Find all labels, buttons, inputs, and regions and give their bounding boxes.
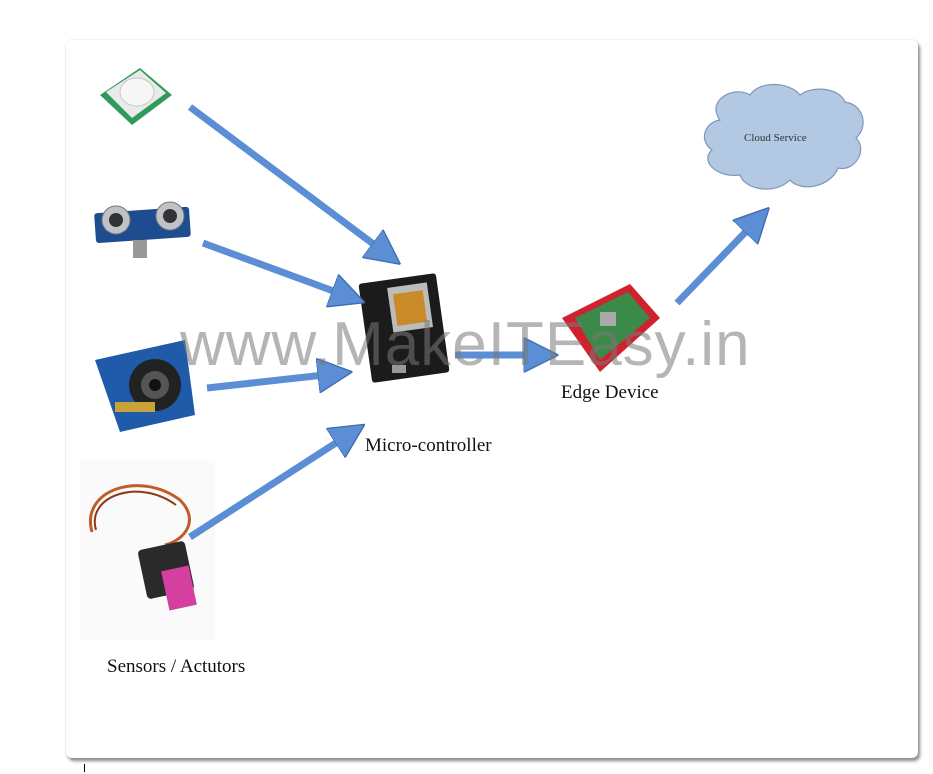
microcontroller-board-image [358, 273, 450, 383]
text-cursor [84, 764, 85, 772]
arrow-servo-to-mcu [188, 430, 356, 540]
arrow-camera-to-mcu [206, 373, 342, 388]
ultrasonic-sensor-image [94, 201, 191, 258]
edge-device-label: Edge Device [561, 382, 659, 403]
arrow-edge-to-cloud [674, 215, 762, 306]
arrow-pir-to-mcu [187, 104, 392, 258]
sensors-actuators-label: Sensors / Actutors [107, 656, 246, 677]
pir-sensor-image [100, 68, 172, 125]
arrow-ultrasonic-to-mcu [201, 239, 355, 299]
microcontroller-label: Micro-controller [365, 435, 492, 456]
servo-motor-image [80, 460, 215, 640]
edge-device-image [562, 284, 660, 372]
watermark: www.MakeITEasy.in [180, 310, 751, 379]
cloud-service-shape [703, 83, 864, 190]
camera-module-image [95, 340, 195, 432]
cloud-service-label: Cloud Service [744, 132, 807, 144]
